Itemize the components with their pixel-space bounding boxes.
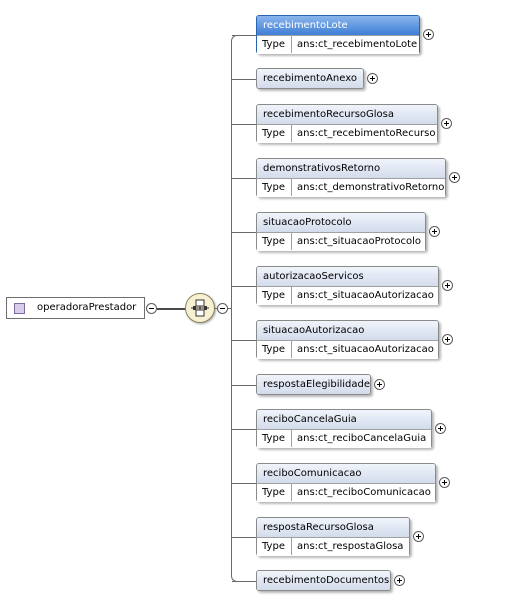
type-value: ans:ct_situacaoProtocolo	[297, 236, 421, 247]
child-connector	[232, 483, 256, 484]
sequence-compositor[interactable]	[185, 293, 215, 323]
type-row: Type ans:ct_recebimentoRecurso	[257, 124, 437, 143]
expand-icon[interactable]	[413, 530, 424, 542]
type-label: Type	[257, 484, 292, 501]
expand-icon[interactable]	[423, 28, 434, 40]
child-connector	[232, 429, 256, 430]
type-row: Type ans:ct_situacaoAutorizacao	[257, 340, 438, 359]
type-row: Type ans:ct_respostaGlosa	[257, 537, 409, 556]
expand-icon[interactable]	[435, 422, 446, 434]
element-name: situacaoAutorizacao	[257, 321, 438, 340]
root-element[interactable]: operadoraPrestador	[6, 297, 145, 319]
type-row: Type ans:ct_reciboCancelaGuia	[257, 429, 431, 448]
seq-stub	[214, 308, 217, 309]
element-name: recebimentoAnexo	[257, 69, 363, 88]
type-label: Type	[257, 287, 292, 304]
child-connector	[232, 124, 256, 125]
element-name: reciboComunicacao	[257, 464, 435, 483]
child-connector	[232, 232, 256, 233]
expand-icon[interactable]	[367, 72, 378, 84]
type-value: ans:ct_situacaoAutorizacao	[297, 344, 434, 355]
type-label: Type	[257, 36, 292, 53]
children-bracket	[231, 35, 241, 582]
expand-icon[interactable]	[441, 117, 452, 129]
element-name: autorizacaoServicos	[257, 267, 438, 286]
element-1[interactable]: recebimentoAnexo	[256, 68, 364, 89]
child-connector	[232, 178, 256, 179]
type-row: Type ans:ct_situacaoProtocolo	[257, 232, 425, 251]
type-value: ans:ct_recebimentoLote	[297, 39, 418, 50]
element-name: respostaRecursoGlosa	[257, 518, 409, 537]
element-name: demonstrativosRetorno	[257, 159, 445, 178]
child-connector	[232, 79, 256, 80]
type-row: Type ans:ct_situacaoAutorizacao	[257, 286, 438, 305]
type-value: ans:ct_recebimentoRecurso	[297, 128, 436, 139]
type-value: ans:ct_demonstrativoRetorno	[297, 182, 445, 193]
child-connector	[232, 385, 256, 386]
sequence-icon	[191, 299, 209, 317]
type-label: Type	[257, 341, 292, 358]
type-label: Type	[257, 538, 292, 555]
bracket-stub	[228, 308, 232, 309]
type-row: Type ans:ct_reciboComunicacao	[257, 483, 435, 502]
element-name: recebimentoLote	[257, 16, 419, 35]
child-connector	[232, 581, 256, 582]
expand-icon[interactable]	[449, 171, 460, 183]
type-value: ans:ct_reciboComunicacao	[297, 487, 431, 498]
root-element-label: operadoraPrestador	[37, 302, 137, 313]
element-7[interactable]: respostaElegibilidade	[256, 374, 371, 395]
element-icon	[14, 303, 25, 314]
element-name: respostaElegibilidade	[257, 375, 370, 394]
element-11[interactable]: recebimentoDocumentos	[256, 570, 391, 591]
type-label: Type	[257, 233, 292, 250]
type-label: Type	[257, 125, 292, 142]
expand-icon[interactable]	[374, 378, 385, 390]
type-value: ans:ct_situacaoAutorizacao	[297, 290, 434, 301]
expand-icon[interactable]	[442, 333, 453, 345]
collapse-root-icon[interactable]	[146, 303, 157, 314]
type-label: Type	[257, 430, 292, 447]
type-row: Type ans:ct_demonstrativoRetorno	[257, 178, 445, 197]
root-connector	[157, 308, 186, 310]
type-row: Type ans:ct_recebimentoLote	[257, 35, 419, 54]
child-connector	[232, 35, 256, 36]
expand-icon[interactable]	[429, 225, 440, 237]
expand-icon[interactable]	[439, 476, 450, 488]
child-connector	[232, 537, 256, 538]
expand-icon[interactable]	[442, 279, 453, 291]
expand-icon[interactable]	[394, 574, 405, 586]
child-connector	[232, 286, 256, 287]
type-value: ans:ct_respostaGlosa	[297, 541, 404, 552]
child-connector	[232, 340, 256, 341]
type-value: ans:ct_reciboCancelaGuia	[297, 433, 427, 444]
element-name: reciboCancelaGuia	[257, 410, 431, 429]
element-name: recebimentoDocumentos	[257, 571, 390, 590]
element-name: situacaoProtocolo	[257, 213, 425, 232]
type-label: Type	[257, 179, 292, 196]
element-name: recebimentoRecursoGlosa	[257, 105, 437, 124]
collapse-sequence-icon[interactable]	[217, 303, 228, 314]
